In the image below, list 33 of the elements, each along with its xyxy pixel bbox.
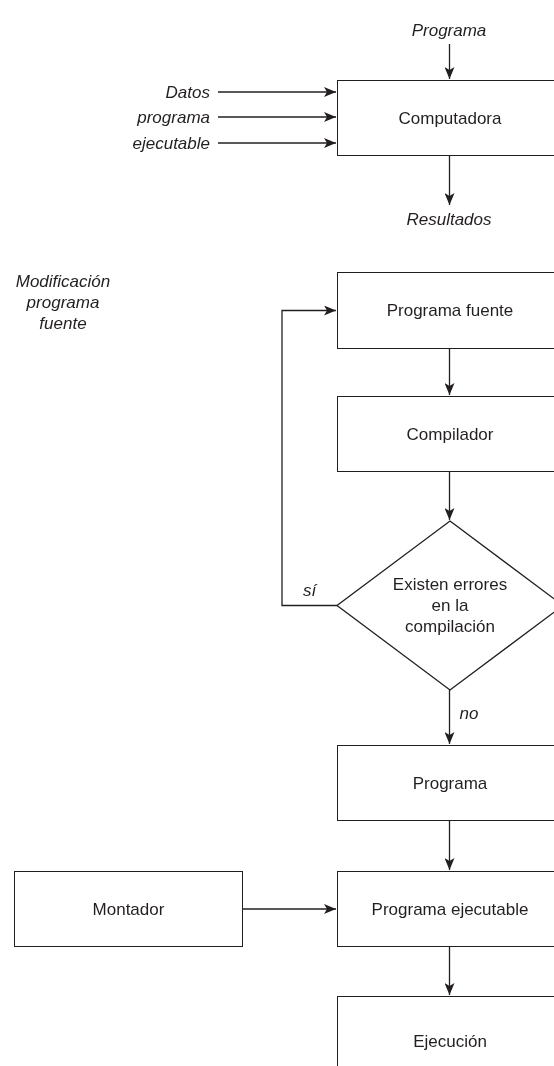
- process-box: [337, 871, 554, 947]
- node-text: Programa fuente: [386, 300, 514, 321]
- arrow: [444, 471, 455, 521]
- process-box: [337, 396, 554, 472]
- arrow: [444, 348, 455, 396]
- process-box: [337, 272, 554, 349]
- arrow: [242, 904, 337, 914]
- process-box: [337, 996, 554, 1066]
- flow-text: Resultados: [406, 208, 492, 230]
- node-text: Ejecución: [413, 1031, 487, 1052]
- node-text: Programa ejecutable: [371, 898, 529, 920]
- node-text: Montador: [92, 898, 165, 920]
- arrow: [444, 43, 455, 80]
- process-box: [337, 80, 554, 156]
- process-box: [337, 745, 554, 821]
- arrow: [217, 87, 337, 97]
- arrow: [444, 689, 455, 745]
- flow-text: Programa: [411, 19, 487, 41]
- flow-text: programa: [137, 106, 210, 128]
- arrow: [281, 305, 338, 607]
- arrow: [444, 155, 455, 206]
- flow-text: Datos: [165, 81, 210, 103]
- arrow: [444, 946, 455, 996]
- node-text: Existen errores en la compilación: [391, 574, 509, 637]
- node-text: Programa: [412, 772, 488, 794]
- note-text: Modificación programa fuente: [14, 271, 112, 334]
- arrow: [217, 138, 337, 148]
- flow-text: ejecutable: [132, 132, 210, 154]
- arrow: [217, 112, 337, 122]
- node-text: Compilador: [406, 423, 494, 445]
- arrow: [444, 820, 455, 871]
- node-text: Computadora: [398, 107, 502, 129]
- process-box: [14, 871, 243, 947]
